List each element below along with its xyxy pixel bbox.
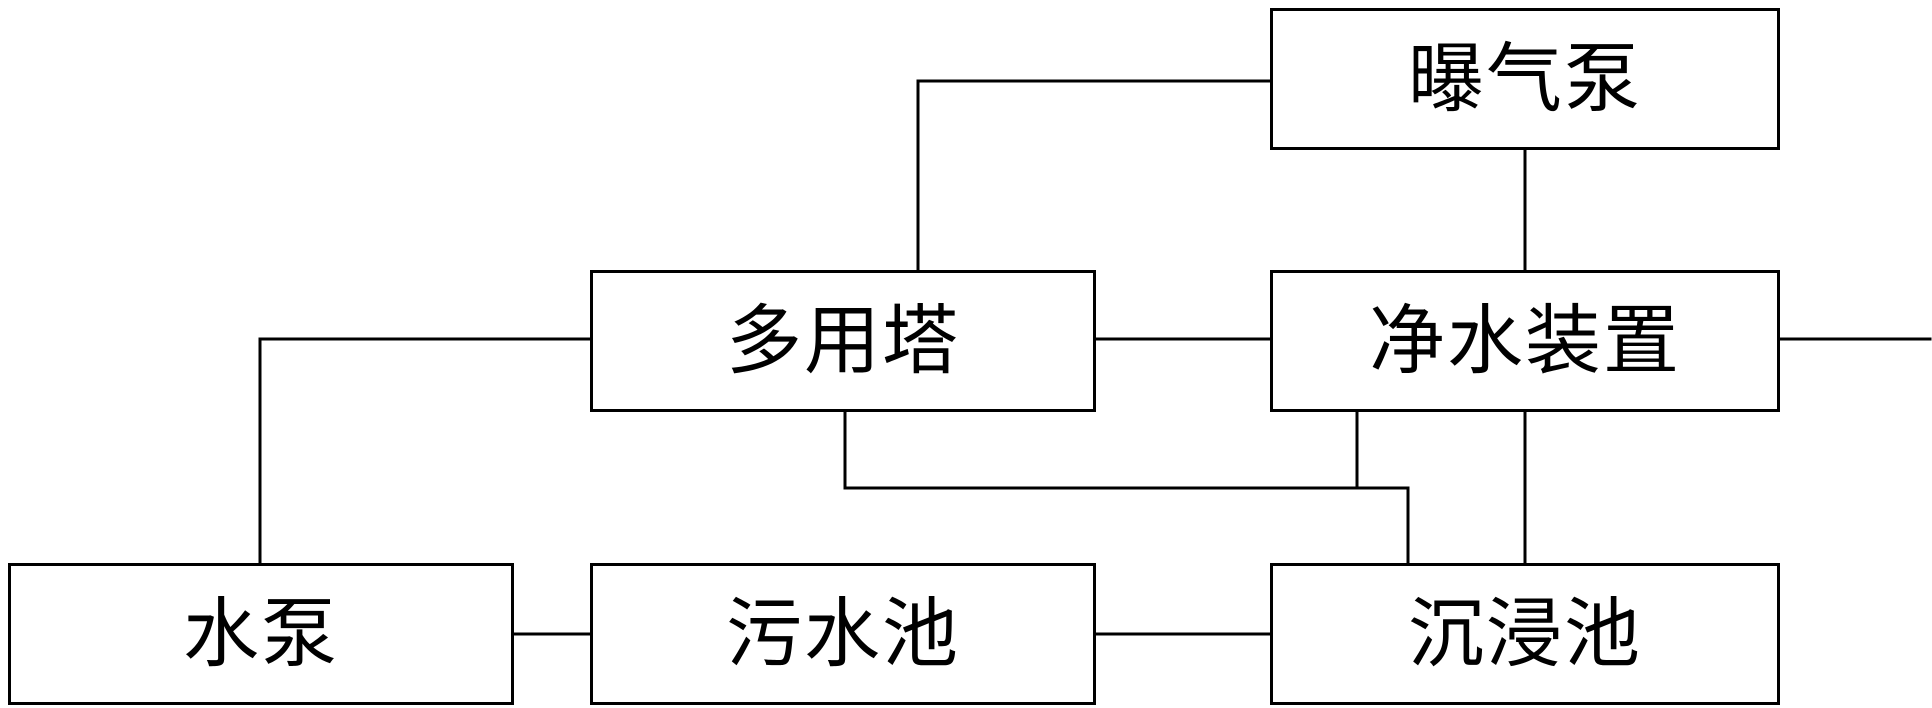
node-aeration-pump: 曝气泵 <box>1270 8 1780 150</box>
connector-tower-settling <box>843 410 1410 565</box>
connector-tower-aeration <box>916 79 1272 272</box>
node-label: 污水池 <box>726 589 960 678</box>
node-label: 曝气泵 <box>1408 34 1642 123</box>
node-water-pump: 水泵 <box>8 563 514 705</box>
node-label: 净水装置 <box>1369 296 1681 385</box>
node-sewage-pool: 污水池 <box>590 563 1096 705</box>
node-multi-tower: 多用塔 <box>590 270 1096 412</box>
node-label: 水泵 <box>183 589 339 678</box>
connector-pump-tower <box>258 337 592 565</box>
node-label: 多用塔 <box>726 296 960 385</box>
node-settling-pool: 沉浸池 <box>1270 563 1780 705</box>
node-purifier: 净水装置 <box>1270 270 1780 412</box>
node-label: 沉浸池 <box>1408 589 1642 678</box>
